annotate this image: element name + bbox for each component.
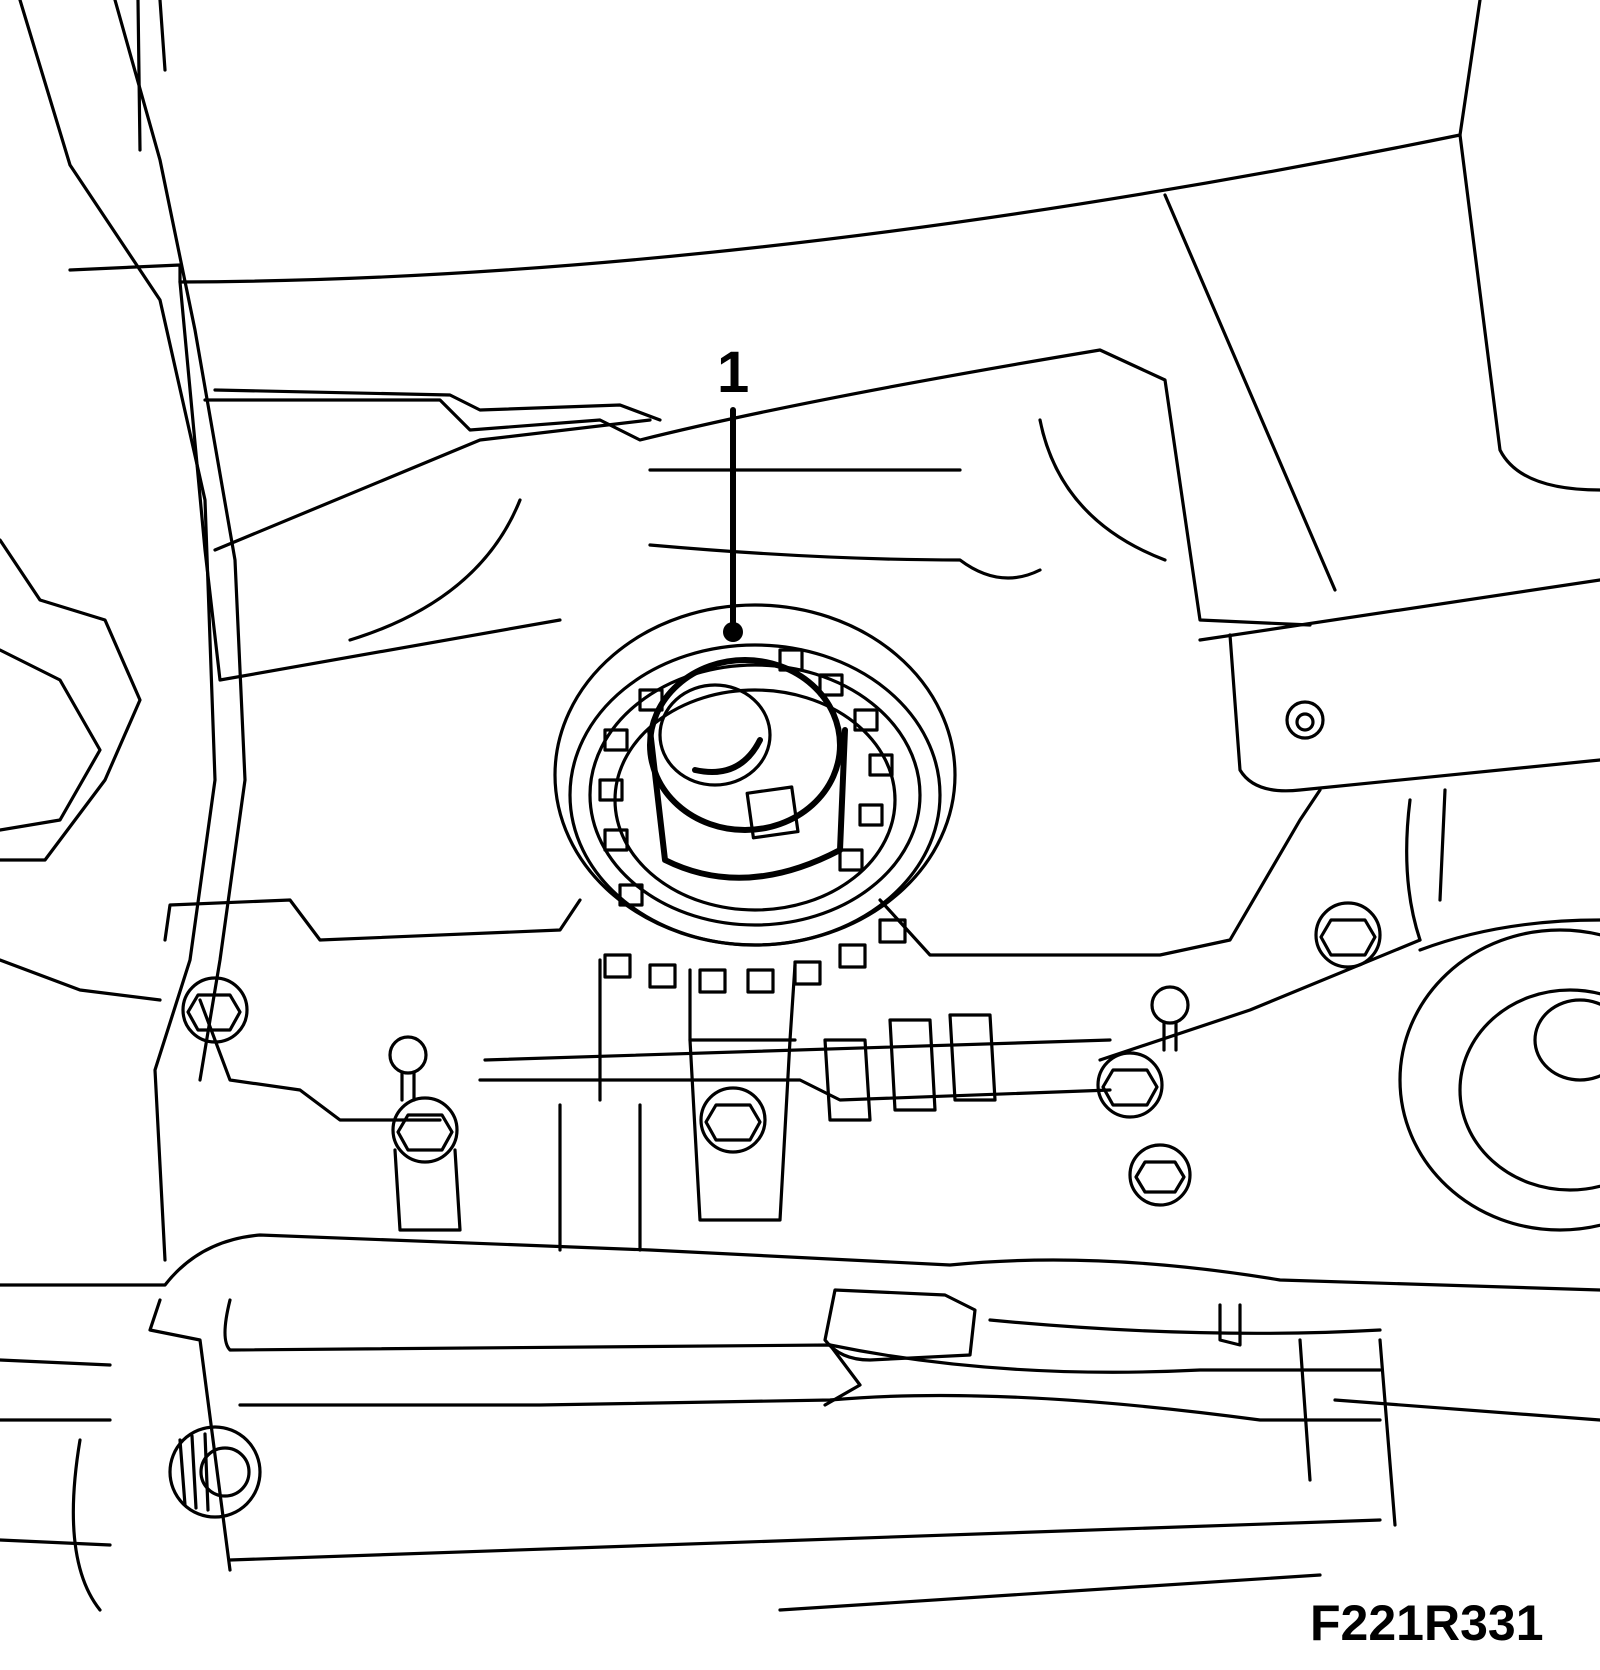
dowel-pin (1150, 985, 1190, 1052)
left-frame (0, 0, 247, 1262)
bolt (1314, 901, 1382, 969)
bolt (1128, 1143, 1192, 1207)
seal-slot (778, 648, 804, 672)
seal-slot (858, 803, 884, 827)
bolt (391, 1096, 462, 1232)
center-tab (688, 963, 797, 1222)
seal-slot (793, 960, 822, 986)
seal-slot (648, 963, 677, 989)
clamp-bolt (148, 1298, 262, 1572)
seal-slot (878, 918, 907, 944)
seal-slot (853, 708, 879, 732)
right-bracket (1198, 578, 1600, 942)
seal-slot (746, 968, 775, 994)
seal-slot (598, 778, 624, 802)
bolt (699, 1086, 767, 1154)
seal-slot (618, 883, 644, 907)
bolt (1096, 1051, 1164, 1119)
cover-plate (163, 788, 1422, 1252)
seal-slot (603, 828, 629, 852)
bracket-hole (1285, 700, 1325, 740)
dowel-pin (388, 1035, 428, 1102)
seal-slot (698, 968, 727, 994)
seal-slot (818, 673, 844, 697)
seal-slot (638, 688, 664, 712)
lower-pipes (0, 1233, 1600, 1612)
callout-leader (723, 407, 743, 642)
bolt (181, 976, 249, 1044)
cover-slots (823, 1013, 997, 1122)
seal-slot (838, 848, 864, 872)
seal-slot (838, 943, 867, 969)
bolts (181, 901, 1382, 1232)
seal-slot (603, 728, 629, 752)
seal-slot (603, 953, 632, 979)
seal-slot (868, 753, 894, 777)
upper-housing (68, 0, 1600, 682)
callout-number: 1 (717, 340, 749, 405)
figure-code: F221R331 (1310, 1595, 1544, 1651)
crankshaft-seal-assembly (553, 603, 957, 994)
right-pulley (1398, 918, 1600, 1232)
